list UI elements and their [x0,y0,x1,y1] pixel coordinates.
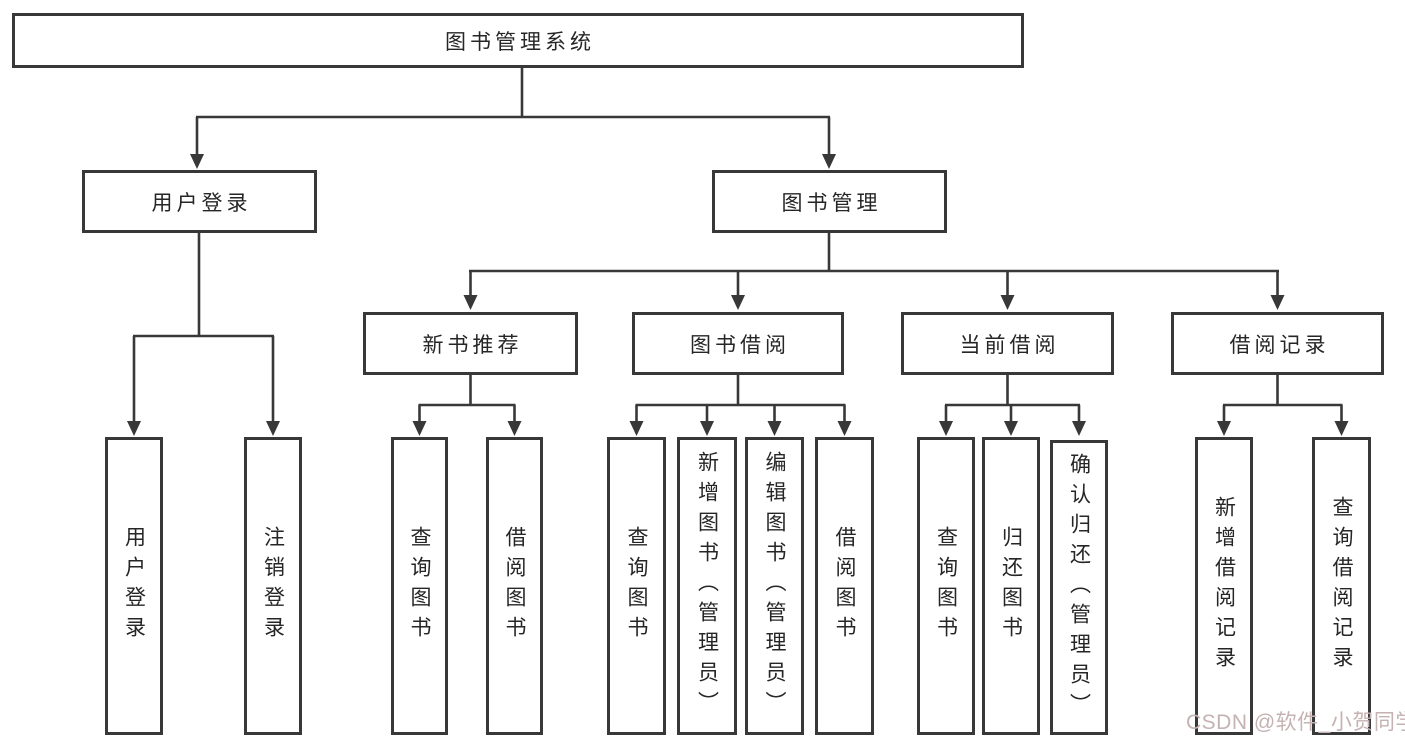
connectors-root [190,66,836,169]
node-label: 注销登录 [261,526,285,646]
node-user-login: 用户登录 [82,170,317,233]
connectors-borrow-records [1217,373,1349,436]
node-leaf-query-books-1: 查询图书 [391,437,448,735]
node-current-borrow: 当前借阅 [901,312,1114,375]
node-new-book-recommend: 新书推荐 [363,312,578,375]
node-leaf-logout: 注销登录 [244,437,302,735]
node-book-management: 图书管理 [712,170,947,233]
node-leaf-borrow-books-2: 借阅图书 [815,437,874,735]
node-label: 新增借阅记录 [1212,496,1236,676]
connectors-user-login [127,231,280,436]
node-borrow-records: 借阅记录 [1171,312,1384,375]
connectors-current-borrow [939,373,1086,436]
node-label: 查询图书 [934,526,958,646]
node-label: 归还图书 [999,526,1023,646]
node-leaf-query-books-2: 查询图书 [607,437,666,735]
node-leaf-query-books-3: 查询图书 [917,437,975,735]
node-label: 查询借阅记录 [1330,496,1353,676]
node-leaf-edit-books-admin: 编辑图书（管理员） [745,437,804,735]
node-leaf-add-borrow-record: 新增借阅记录 [1195,437,1253,735]
node-leaf-confirm-return-admin: 确认归还（管理员） [1050,440,1108,735]
node-label: 借阅图书 [503,526,526,646]
csdn-watermark: CSDN @软件_小贺同学 [1186,711,1405,734]
node-leaf-borrow-books-1: 借阅图书 [486,437,543,735]
node-label: 查询图书 [408,526,431,646]
node-leaf-query-borrow-record: 查询借阅记录 [1312,437,1371,735]
node-leaf-add-books-admin: 新增图书（管理员） [677,437,737,735]
node-leaf-user-login: 用户登录 [105,437,163,735]
node-label: 确认归还（管理员） [1067,452,1091,723]
connectors-book-borrow [629,373,852,436]
node-label: 查询图书 [625,526,648,646]
connectors-new-book [412,373,522,436]
node-label: 编辑图书（管理员） [763,451,786,721]
node-label: 用户登录 [122,526,146,646]
node-root-system: 图书管理系统 [12,13,1024,68]
connectors-book-management [463,231,1285,310]
node-leaf-return-books: 归还图书 [982,437,1040,735]
node-label: 新增图书（管理员） [695,451,719,721]
node-label: 借阅图书 [833,526,856,646]
node-book-borrow: 图书借阅 [632,312,844,375]
